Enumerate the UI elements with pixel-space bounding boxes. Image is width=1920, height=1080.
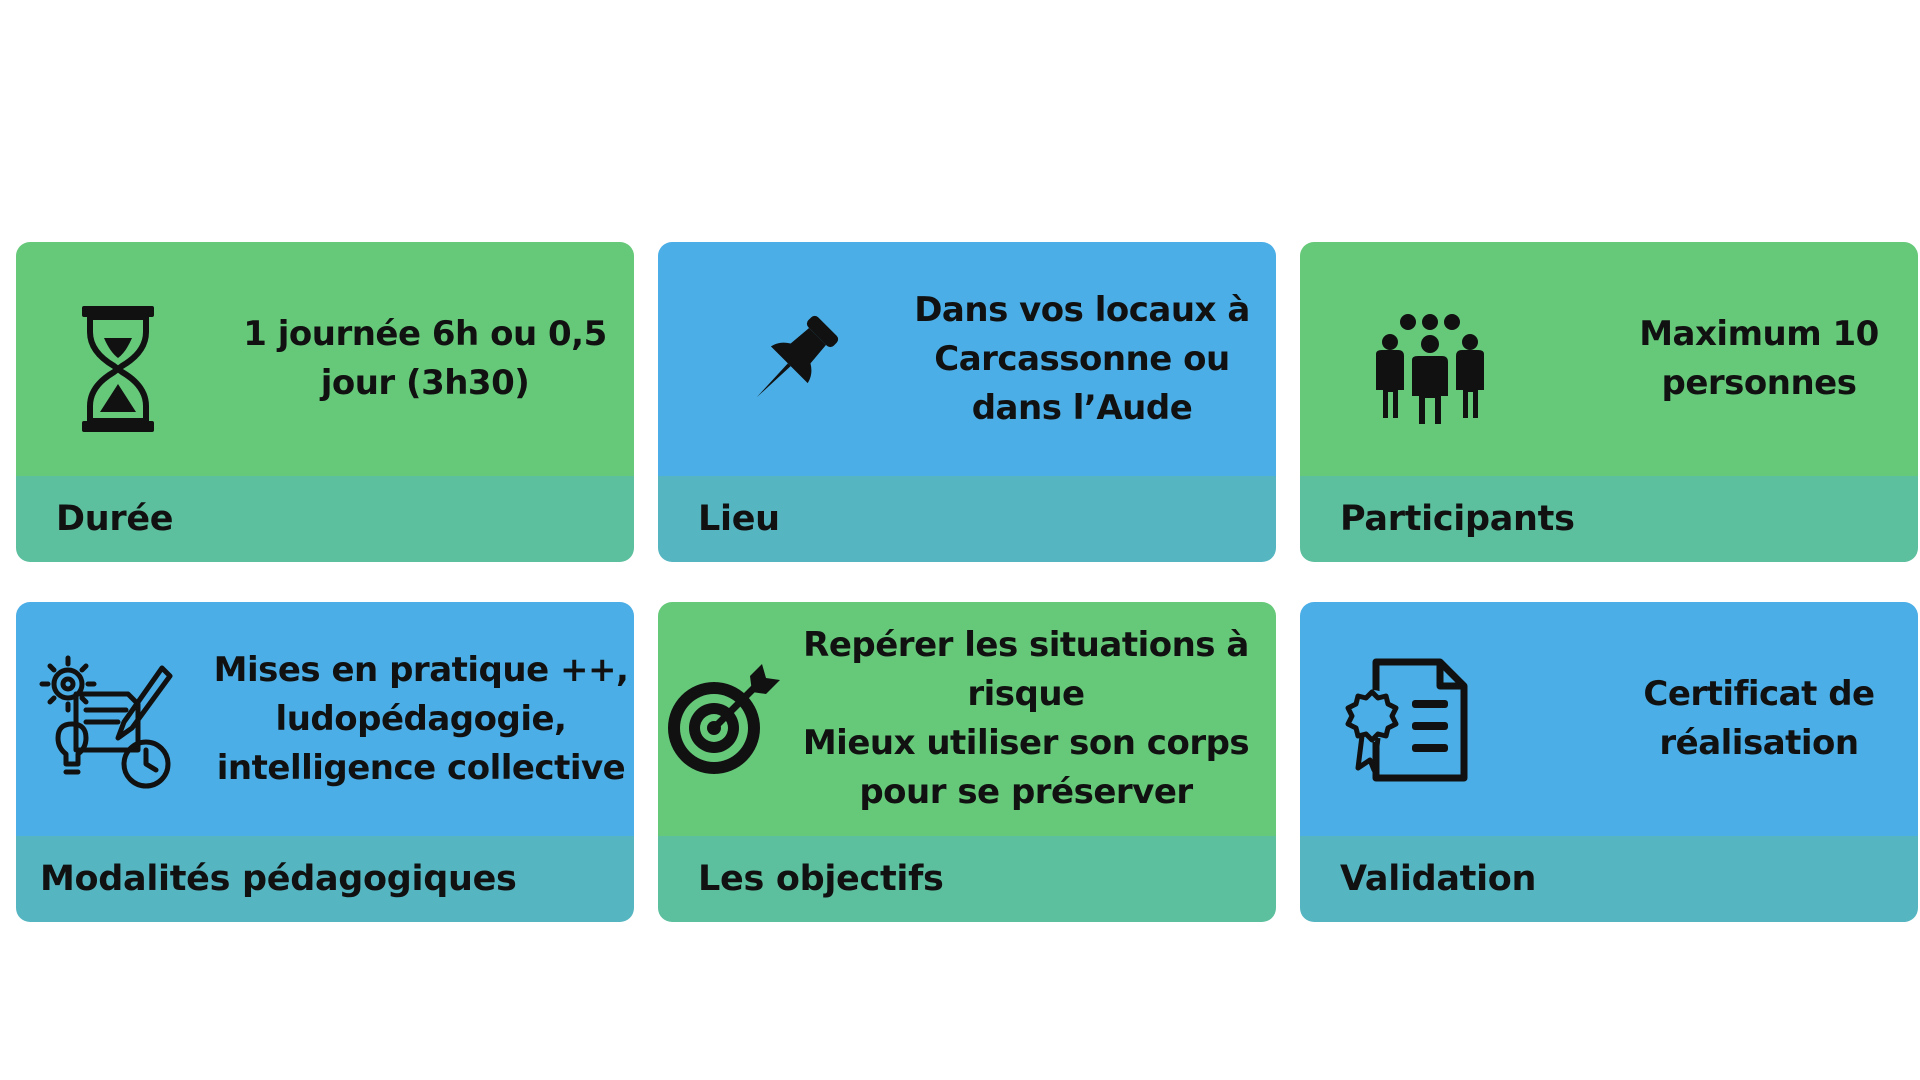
card-text-line: Mieux utiliser son corps	[802, 723, 1250, 763]
card-body: Maximum 10 personnes	[1300, 242, 1918, 476]
card-text-line: Maximum 10	[1639, 314, 1879, 354]
card-body: 1 journée 6h ou 0,5 jour (3h30)	[16, 242, 634, 476]
card-text-line: réalisation	[1659, 723, 1859, 763]
card-text-line: Mises en pratique ++,	[213, 649, 629, 690]
card-label: Durée	[16, 476, 634, 562]
card-body: Dans vos locaux à Carcassonne ou dans l’…	[658, 242, 1276, 476]
card-body: Mises en pratique ++, ludopédagogie, int…	[16, 602, 634, 836]
card-label: Modalités pédagogiques	[16, 836, 634, 922]
card-text-line: ludopédagogie,	[275, 698, 567, 739]
card-lieu: Dans vos locaux à Carcassonne ou dans l’…	[658, 242, 1276, 562]
card-label: Les objectifs	[658, 836, 1276, 922]
pedagogy-icon	[39, 655, 173, 789]
card-text-line: Dans vos locaux à	[914, 289, 1250, 330]
card-text: Repérer les situations à risque Mieux ut…	[802, 602, 1250, 836]
certificate-icon	[1345, 658, 1468, 782]
card-participants: Maximum 10 personnes Participants	[1300, 242, 1918, 562]
card-body: Repérer les situations à risque Mieux ut…	[658, 602, 1276, 836]
card-text: Maximum 10 personnes	[1600, 242, 1918, 476]
pushpin-icon	[756, 315, 839, 398]
card-text-line: Repérer les situations à	[803, 625, 1249, 665]
card-text: Mises en pratique ++, ludopédagogie, int…	[208, 602, 634, 836]
card-text-line: 1 journée 6h ou 0,5	[243, 314, 607, 354]
card-text-line: personnes	[1661, 363, 1857, 403]
card-text-line: pour se préserver	[859, 772, 1193, 812]
target-icon	[668, 664, 780, 774]
card-text-line: jour (3h30)	[320, 363, 530, 403]
card-text-line: Carcassonne ou	[934, 338, 1230, 379]
card-text: 1 journée 6h ou 0,5 jour (3h30)	[216, 242, 634, 476]
card-label: Validation	[1300, 836, 1918, 922]
card-text-line: risque	[967, 674, 1085, 714]
card-text: Dans vos locaux à Carcassonne ou dans l’…	[888, 242, 1276, 476]
card-duree: 1 journée 6h ou 0,5 jour (3h30) Durée	[16, 242, 634, 562]
card-text: Certificat de réalisation	[1600, 602, 1918, 836]
card-text-line: dans l’Aude	[971, 387, 1193, 428]
card-objectifs: Repérer les situations à risque Mieux ut…	[658, 602, 1276, 922]
group-people-icon	[1376, 314, 1484, 424]
hourglass-icon	[82, 306, 154, 432]
card-text-line: Certificat de	[1643, 674, 1875, 714]
card-text-line: intelligence collective	[216, 747, 626, 788]
card-label: Participants	[1300, 476, 1918, 562]
card-validation: Certificat de réalisation Validation	[1300, 602, 1918, 922]
card-label: Lieu	[658, 476, 1276, 562]
card-modalites: Mises en pratique ++, ludopédagogie, int…	[16, 602, 634, 922]
card-body: Certificat de réalisation	[1300, 602, 1918, 836]
